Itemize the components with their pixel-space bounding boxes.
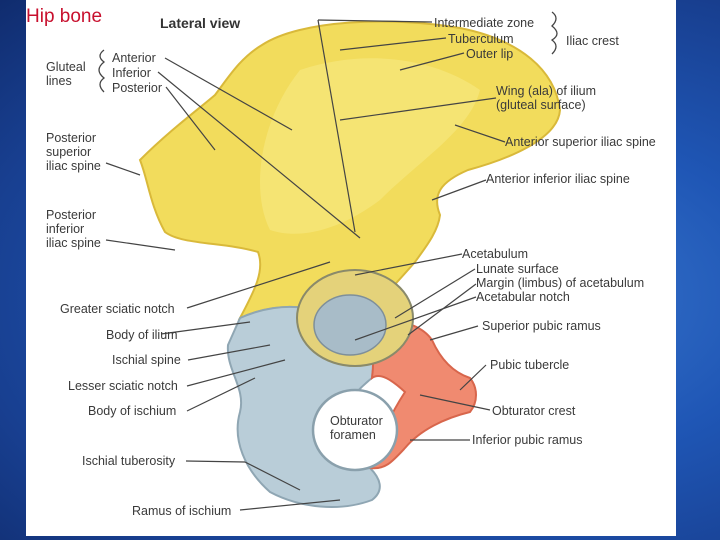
label-inferior: Inferior bbox=[112, 66, 151, 80]
label-anterior: Anterior bbox=[112, 51, 156, 65]
label-obturator-foramen-1: Obturator bbox=[330, 414, 383, 428]
label-inferior-pubic-ramus: Inferior pubic ramus bbox=[472, 433, 582, 447]
label-wing-1: Wing (ala) of ilium bbox=[496, 84, 596, 98]
label-gluteal-lines-1: Gluteal bbox=[46, 60, 86, 74]
label-piis-3: iliac spine bbox=[46, 236, 101, 250]
label-psis-1: Posterior bbox=[46, 131, 96, 145]
label-lunate-surface: Lunate surface bbox=[476, 262, 559, 276]
label-asis: Anterior superior iliac spine bbox=[505, 135, 656, 149]
acetabular-fossa bbox=[314, 295, 386, 355]
label-superior-pubic-ramus: Superior pubic ramus bbox=[482, 319, 601, 333]
label-psis-3: iliac spine bbox=[46, 159, 101, 173]
label-gluteal-lines-2: lines bbox=[46, 74, 72, 88]
label-wing-2: (gluteal surface) bbox=[496, 98, 586, 112]
label-intermediate-zone: Intermediate zone bbox=[434, 16, 534, 30]
gluteal-lines-bracket bbox=[99, 50, 104, 92]
label-ramus-of-ischium: Ramus of ischium bbox=[132, 504, 231, 518]
label-piis-1: Posterior bbox=[46, 208, 96, 222]
label-ischial-tuberosity: Ischial tuberosity bbox=[82, 454, 176, 468]
label-obturator-crest: Obturator crest bbox=[492, 404, 576, 418]
label-piis-2: inferior bbox=[46, 222, 84, 236]
label-obturator-foramen-2: foramen bbox=[330, 428, 376, 442]
label-iliac-crest: Iliac crest bbox=[566, 34, 619, 48]
label-acetabular-notch: Acetabular notch bbox=[476, 290, 570, 304]
label-aiis: Anterior inferior iliac spine bbox=[486, 172, 630, 186]
iliac-crest-bracket bbox=[552, 12, 557, 54]
label-body-of-ischium: Body of ischium bbox=[88, 404, 176, 418]
label-posterior: Posterior bbox=[112, 81, 162, 95]
label-margin: Margin (limbus) of acetabulum bbox=[476, 276, 644, 290]
label-lesser-sciatic-notch: Lesser sciatic notch bbox=[68, 379, 178, 393]
label-tuberculum: Tuberculum bbox=[448, 32, 514, 46]
label-acetabulum: Acetabulum bbox=[462, 247, 528, 261]
label-greater-sciatic-notch: Greater sciatic notch bbox=[60, 302, 175, 316]
view-title: Lateral view bbox=[160, 15, 240, 31]
label-psis-2: superior bbox=[46, 145, 91, 159]
label-ischial-spine: Ischial spine bbox=[112, 353, 181, 367]
label-outer-lip: Outer lip bbox=[466, 47, 513, 61]
label-body-of-ilium: Body of ilium bbox=[106, 328, 178, 342]
label-pubic-tubercle: Pubic tubercle bbox=[490, 358, 569, 372]
